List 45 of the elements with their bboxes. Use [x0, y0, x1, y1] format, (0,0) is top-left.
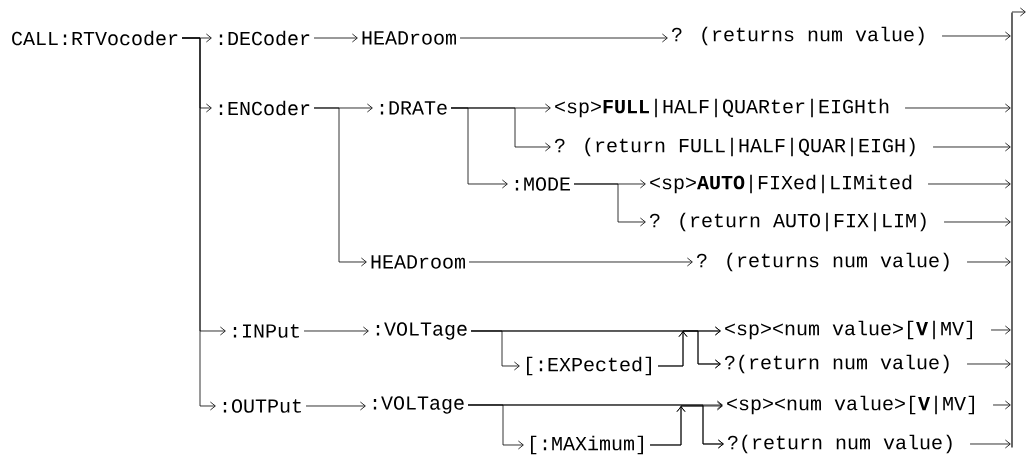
command-text: <sp><num value>[V|MV] [725, 320, 972, 340]
arrow [468, 257, 693, 267]
command-text: :DRATe [380, 101, 447, 115]
command-text: <sp>AUTO|FIXed|LIMited [650, 174, 912, 194]
command-text: ? (return AUTO|FIX|LIM) [649, 212, 926, 232]
command-text: ? (returns num value) [671, 26, 924, 46]
arrow [450, 107, 508, 189]
arrow [990, 325, 1011, 335]
command-text: :OUTPut [223, 399, 301, 413]
arrow [927, 179, 1011, 189]
command-text: HEADroom [362, 31, 456, 45]
command-text: :VOLTage [373, 396, 464, 414]
arrow [943, 217, 1011, 227]
command-text: ? (returns num value) [696, 252, 949, 272]
command-text: :ENCoder [219, 100, 310, 116]
arrow [303, 326, 369, 336]
arrow [932, 142, 1011, 152]
command-text: [:EXPected] [527, 356, 651, 376]
arrow [313, 33, 358, 43]
arrow [1011, 7, 1026, 17]
command-text: :MODE [515, 177, 570, 191]
arrow [992, 400, 1011, 410]
command-text: <sp><num value>[V|MV] [727, 395, 974, 415]
command-text: [:MAXimum] [531, 435, 643, 455]
arrow [305, 401, 366, 411]
arrow [313, 107, 367, 267]
command-text: :INPut [233, 324, 299, 338]
arrow [941, 31, 1011, 41]
command-text: CALL:RTVocoder [12, 30, 178, 46]
command-text: HEADroom [371, 255, 465, 269]
command-text: :DECoder [219, 30, 310, 46]
command-text: ?(return num value) [727, 434, 952, 454]
arrow [966, 257, 1011, 267]
command-text: :VOLTage [376, 322, 467, 340]
arrow [966, 359, 1011, 369]
arrow [649, 405, 724, 449]
arrow [904, 103, 1011, 113]
arrow [657, 330, 721, 369]
arrow [573, 183, 646, 227]
arrow [969, 439, 1011, 449]
command-text: ?(return num value) [724, 354, 949, 374]
command-text: <sp>FULL|HALF|QUARter|EIGHth [555, 98, 889, 118]
arrow [459, 33, 668, 43]
command-text: ? (return FULL|HALF|QUAR|EIGH) [554, 137, 915, 157]
arrow [181, 37, 216, 411]
